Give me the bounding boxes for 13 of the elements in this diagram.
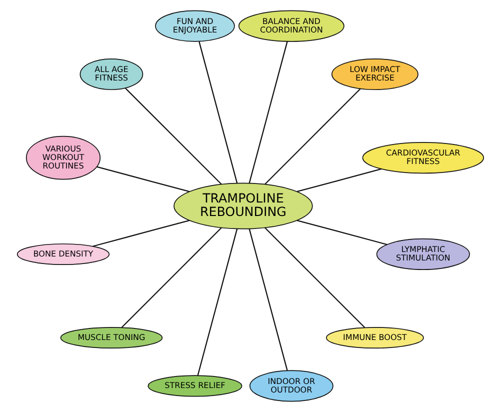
connector xyxy=(124,88,222,185)
connector xyxy=(92,220,190,247)
connector xyxy=(296,220,387,246)
connector xyxy=(264,88,360,185)
connector xyxy=(198,41,238,184)
connector xyxy=(248,41,288,184)
connector xyxy=(196,228,238,376)
connector xyxy=(264,227,365,328)
connector xyxy=(296,168,382,192)
connector xyxy=(248,228,288,371)
connector xyxy=(96,166,190,192)
connector xyxy=(120,227,222,328)
node-ellipse: TRAMPOLINE REBOUNDING xyxy=(173,182,312,230)
